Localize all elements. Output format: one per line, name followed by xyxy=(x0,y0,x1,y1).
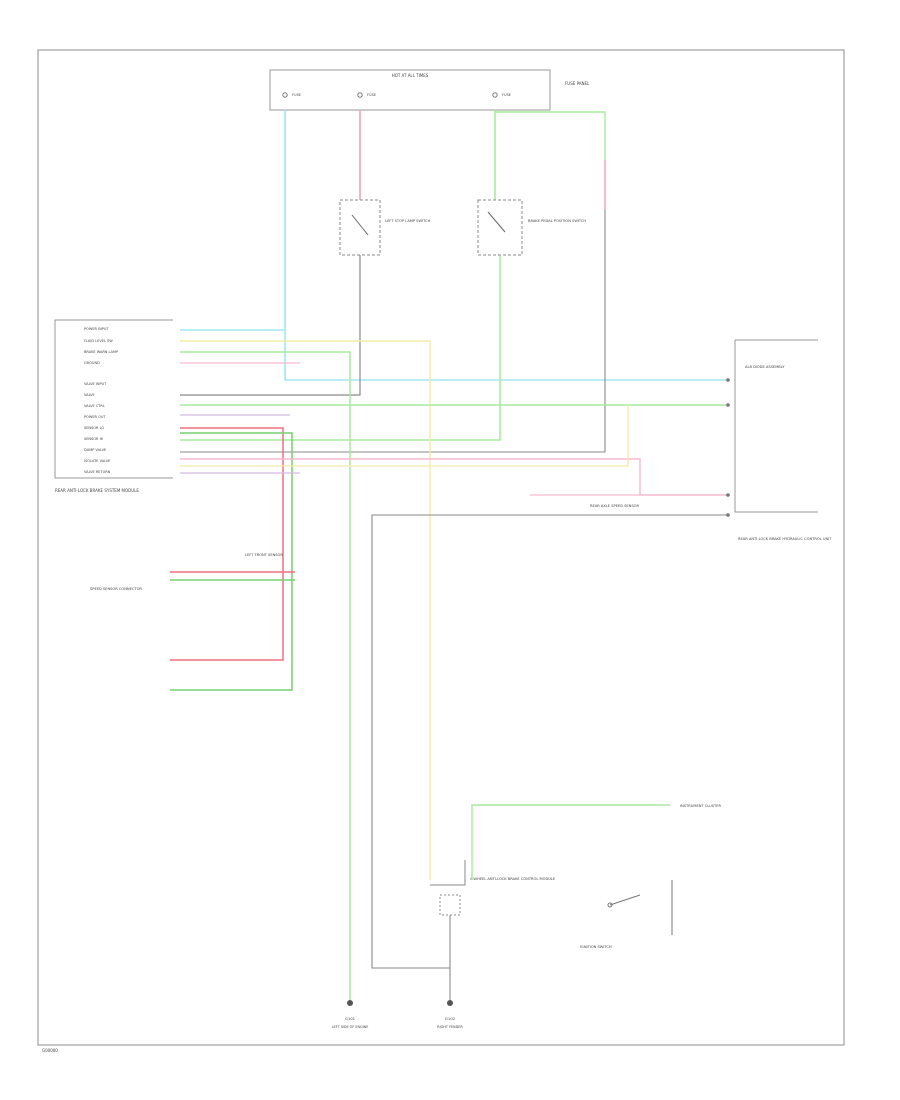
wire-gray-return xyxy=(371,514,728,969)
pin-label-8: VALVE CTRL xyxy=(84,404,105,408)
wire-green-branch xyxy=(495,111,606,160)
wire-yellow-pin13 xyxy=(180,405,629,467)
relay-left: LEFT STOP LAMP SWITCH xyxy=(339,199,431,256)
fuse-1 xyxy=(282,92,288,98)
fuse-top-text: HOT AT ALL TIMES xyxy=(392,73,429,78)
pin-label-11: SENSOR HI xyxy=(84,437,103,441)
wire-gray-feed xyxy=(180,255,361,396)
left-sensor-label: LEFT FRONT SENSOR xyxy=(245,553,283,557)
ground-right-symbol xyxy=(447,1000,453,1006)
fuse-panel-label: FUSE PANEL xyxy=(565,81,590,86)
pin-label-13: ISOLATE VALVE xyxy=(84,459,110,463)
abs-module: REAR ANTI-LOCK BRAKE SYSTEM MODULE POWER… xyxy=(54,319,173,493)
fuse-3 xyxy=(492,92,498,98)
pin-label-14: VALVE RETURN xyxy=(84,470,111,474)
ground-right-label: G102 xyxy=(445,1016,456,1021)
ignition-contact xyxy=(607,902,613,908)
ground-left: G101 LEFT SIDE OF ENGINE xyxy=(332,1000,369,1029)
ignition-switch-label: IGNITION SWITCH xyxy=(580,945,612,949)
wire-gray-branch xyxy=(180,210,606,453)
pin-label-4: GROUND xyxy=(84,361,100,365)
ground-left-caption: LEFT SIDE OF ENGINE xyxy=(332,1025,369,1029)
wire-red-pin9 xyxy=(170,427,284,661)
fuse-panel: HOT AT ALL TIMES FUSE PANEL FUSE FUSE FU… xyxy=(269,69,590,111)
pin-label-9: POWER OUT xyxy=(84,415,106,419)
wire-yellow-pin2 xyxy=(180,340,431,880)
diode-assembly-title: ALB DIODE ASSEMBLY xyxy=(745,365,785,369)
lower-control-module: 4-WHEEL ANTI-LOCK BRAKE CONTROL MODULE I… xyxy=(430,804,721,1000)
pin-label-6: VALVE INPUT xyxy=(84,382,107,386)
diode-connector-1 xyxy=(726,378,730,382)
fuse-label-3: FUSE xyxy=(502,93,511,97)
pin-label-10: SENSOR LO xyxy=(84,426,104,430)
relay-left-label: LEFT STOP LAMP SWITCH xyxy=(385,219,431,223)
lower-module-label: 4-WHEEL ANTI-LOCK BRAKE CONTROL MODULE xyxy=(470,877,556,881)
diode-connector-4 xyxy=(726,513,730,517)
diode-assembly: ALB DIODE ASSEMBLY REAR ANTI-LOCK BRAKE … xyxy=(726,339,832,541)
ground-left-label: G101 xyxy=(345,1016,356,1021)
abs-module-title: REAR ANTI-LOCK BRAKE SYSTEM MODULE xyxy=(55,488,139,493)
instrument-cluster-label: INSTRUMENT CLUSTER xyxy=(680,804,721,808)
ignition-switch: IGNITION SWITCH xyxy=(580,880,673,949)
wire-green-pin10 xyxy=(170,432,293,691)
relay-right-label: BRAKE PEDAL POSITION SWITCH xyxy=(528,219,586,223)
ground-right: G102 RIGHT FENDER xyxy=(437,1000,463,1029)
ground-left-symbol xyxy=(347,1000,353,1006)
fuse-label-2: FUSE xyxy=(367,93,376,97)
diode-connector-2 xyxy=(726,403,730,407)
fuse-label-1: FUSE xyxy=(292,93,301,97)
wire-pink-pin12 xyxy=(180,458,728,496)
pin-label-12: DUMP VALVE xyxy=(84,448,106,452)
pin-label-2: FLUID LEVEL SW xyxy=(84,339,113,343)
wire-green-relay-out xyxy=(180,255,501,441)
sensor-label: REAR AXLE SPEED SENSOR xyxy=(590,504,639,508)
hcu-caption: REAR ANTI-LOCK BRAKE HYDRAULIC CONTROL U… xyxy=(738,537,832,541)
diagram-border xyxy=(37,49,845,1046)
wire-lt-blue-feed xyxy=(284,110,728,381)
speed-sensor-connector: LEFT FRONT SENSOR SPEED SENSOR CONNECTOR xyxy=(90,553,295,591)
footer-code: G00000 xyxy=(42,1048,58,1053)
pin-label-7: VALVE xyxy=(84,393,95,397)
wire-green-pin3 xyxy=(180,351,351,1000)
relay-right: BRAKE PEDAL POSITION SWITCH xyxy=(477,199,586,256)
pin-label-1: POWER INPUT xyxy=(84,327,109,331)
fuse-2 xyxy=(357,92,363,98)
speed-sensor-label: SPEED SENSOR CONNECTOR xyxy=(90,587,142,591)
pin-label-3: BRAKE WARN LAMP xyxy=(84,350,118,354)
diode-connector-3 xyxy=(726,493,730,497)
ground-right-caption: RIGHT FENDER xyxy=(437,1025,463,1029)
wire-green-lower xyxy=(471,804,670,880)
